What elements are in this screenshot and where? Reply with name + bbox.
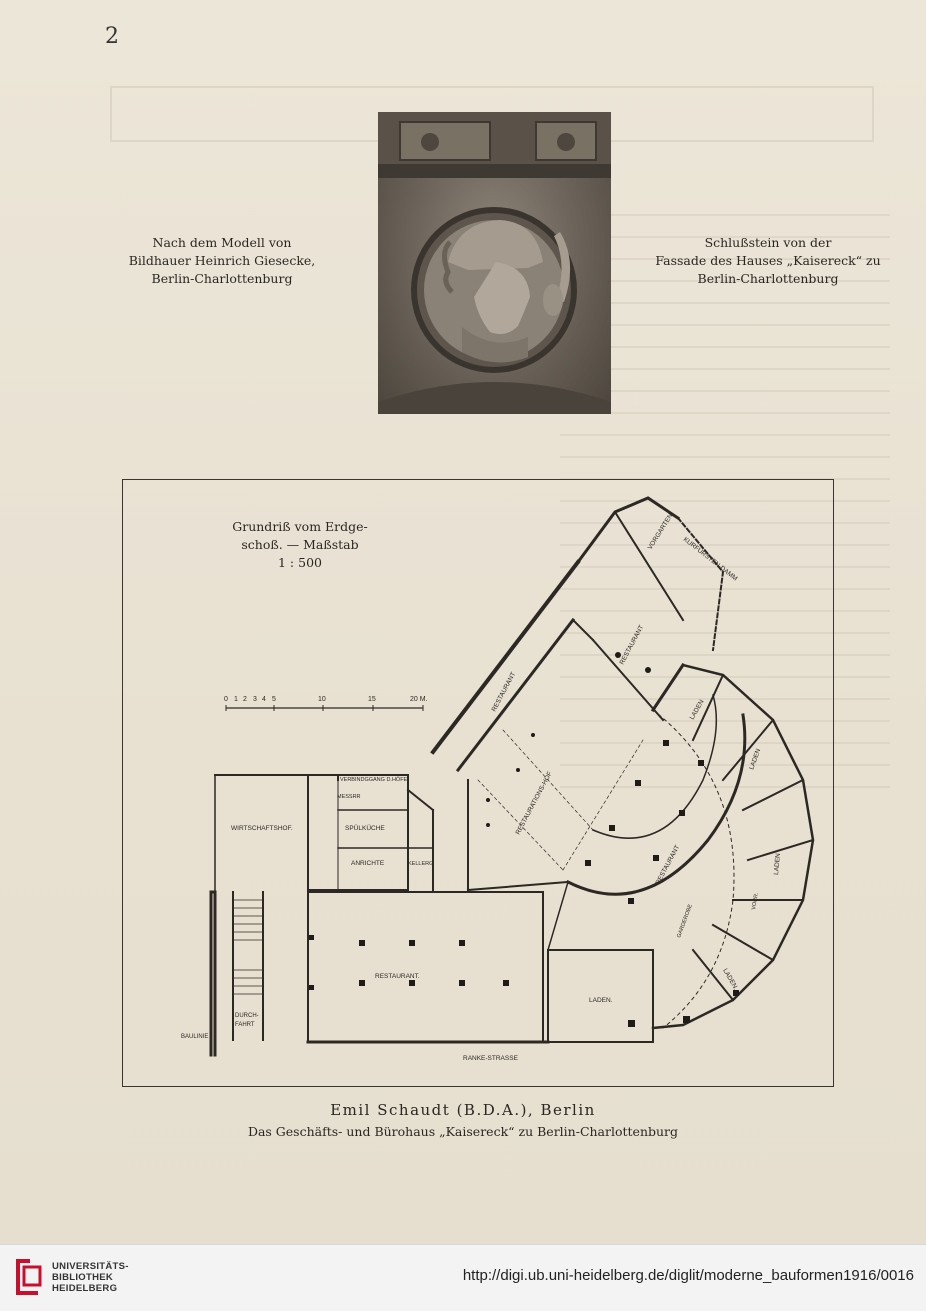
plan-label-garderobe: GARDEROBE bbox=[676, 903, 694, 938]
plan-scale: 1 : 500 bbox=[278, 555, 322, 570]
plan-label-restaurant: RESTAURANT bbox=[619, 624, 646, 666]
scale-tick: 2 bbox=[243, 696, 247, 703]
bleed-through-text bbox=[560, 200, 890, 800]
page-number: 2 bbox=[105, 24, 119, 49]
keystone-relief-photo bbox=[378, 112, 611, 414]
floor-plan-drawing: 0 1 2 3 4 5 10 15 20 M. KURFÜRSTEN-DAMM … bbox=[181, 496, 815, 1062]
scale-tick: 10 bbox=[318, 696, 326, 703]
scale-tick: 0 bbox=[224, 696, 228, 703]
plan-columns bbox=[309, 652, 739, 1027]
logo-line: UNIVERSITÄTS- bbox=[52, 1261, 129, 1272]
plan-label-verbindungsgang: VERBINDGGANG D.HÖFE bbox=[340, 776, 408, 783]
document-page: 2 Nach dem Modell von Bildhauer Heinrich… bbox=[0, 0, 926, 1244]
scale-tick: 20 M. bbox=[410, 696, 428, 703]
caption-line: Bildhauer Heinrich Giesecke, bbox=[128, 253, 316, 268]
building-description: Das Geschäfts- und Bürohaus „Kaisereck“ … bbox=[247, 1124, 679, 1139]
caption-line: Berlin-Charlottenburg bbox=[697, 271, 839, 286]
plan-label-durchfahrt: FAHRT bbox=[235, 1022, 255, 1028]
plan-title-line: Grundriß vom Erdge- bbox=[232, 519, 368, 534]
plan-label-vorgarten: VORGARTEN bbox=[647, 512, 675, 551]
caption-line: Fassade des Hauses „Kaisereck“ zu bbox=[655, 253, 881, 268]
plan-label-ranke-strasse: RANKE-STRASSE bbox=[463, 1055, 519, 1062]
scale-tick: 5 bbox=[272, 696, 276, 703]
photo-caption-left: Nach dem Modell von Bildhauer Heinrich G… bbox=[112, 234, 332, 288]
caption-line: Schlußstein von der bbox=[704, 235, 832, 250]
plan-label-restaurations-hof: RESTAURATIONS-HOF bbox=[515, 771, 554, 836]
architect-credit: Emil Schaudt (B.D.A.), Berlin bbox=[330, 1101, 596, 1119]
logo-line: HEIDELBERG bbox=[52, 1283, 118, 1294]
caption-line: Berlin-Charlottenburg bbox=[151, 271, 293, 286]
floor-plan-title: Grundriß vom Erdge- schoß. — Maßstab 1 :… bbox=[210, 518, 390, 572]
plan-label-wirtschaftshof: WIRTSCHAFTSHOF. bbox=[231, 825, 293, 832]
plan-label-durchfahrt: DURCH- bbox=[235, 1013, 259, 1019]
viewer-footer: UNIVERSITÄTS- BIBLIOTHEK HEIDELBERG http… bbox=[0, 1244, 926, 1311]
plan-label-restaurant: RESTAURANT bbox=[655, 844, 682, 886]
plan-title-line: schoß. — Maßstab bbox=[241, 537, 359, 552]
plan-label-restaurant: RESTAURANT bbox=[491, 671, 518, 713]
plan-label-restaurant-main: RESTAURANT. bbox=[375, 973, 420, 980]
logo-line: BIBLIOTHEK bbox=[52, 1272, 114, 1283]
university-library-logo-text[interactable]: UNIVERSITÄTS- BIBLIOTHEK HEIDELBERG bbox=[52, 1261, 129, 1294]
plan-label-anrichte: ANRICHTE bbox=[351, 860, 385, 867]
plan-label-laden: LADEN. bbox=[589, 997, 613, 1004]
document-url-link[interactable]: http://digi.ub.uni-heidelberg.de/diglit/… bbox=[462, 1267, 914, 1284]
scale-tick: 4 bbox=[262, 696, 266, 703]
plan-label-laden: LADEN bbox=[773, 853, 782, 876]
plan-label-vorraum: VORR. bbox=[751, 892, 760, 911]
caption-line: Nach dem Modell von bbox=[152, 235, 292, 250]
floor-plan-frame: 0 1 2 3 4 5 10 15 20 M. KURFÜRSTEN-DAMM … bbox=[122, 479, 834, 1087]
scale-tick: 1 bbox=[234, 696, 238, 703]
plan-label-baulinie: BAULINIE bbox=[181, 1034, 208, 1040]
plan-label-spuelkueche: SPÜLKÜCHE bbox=[345, 824, 385, 832]
photo-caption-right: Schlußstein von der Fassade des Hauses „… bbox=[650, 234, 886, 288]
plan-scale-bar bbox=[225, 705, 424, 711]
scale-tick: 15 bbox=[368, 696, 376, 703]
plan-label-kurfuersten-damm: KURFÜRSTEN-DAMM bbox=[682, 535, 739, 582]
plan-label-keller: KELLERG bbox=[408, 861, 433, 867]
plan-label-laden: LADEN bbox=[748, 748, 762, 771]
scale-tick: 3 bbox=[253, 696, 257, 703]
university-library-logo-icon[interactable] bbox=[12, 1255, 46, 1299]
plan-label-messer: MESSRR bbox=[337, 794, 361, 800]
